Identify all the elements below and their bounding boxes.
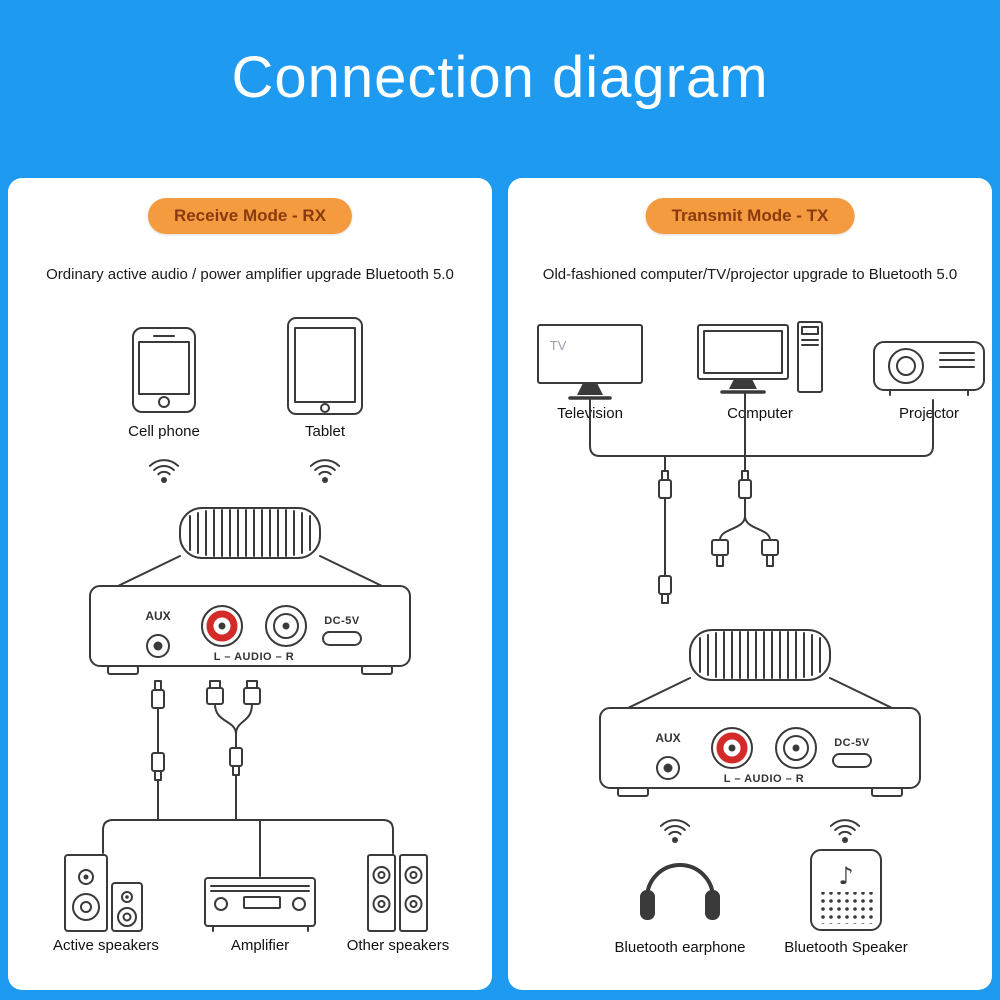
- rca-jack-red: [201, 605, 243, 647]
- receive-mode-badge: Receive Mode - RX: [147, 198, 353, 234]
- source-bus-cable: [589, 399, 934, 457]
- knob-ribs: [189, 509, 311, 557]
- wireless-signal-icon: [829, 819, 861, 843]
- computer-label: Computer: [727, 405, 793, 422]
- aux-cable-tx: [658, 455, 672, 604]
- receive-mode-diagram: Cell phone Tablet: [53, 317, 450, 954]
- transmit-mode-badge: Transmit Mode - TX: [645, 198, 855, 234]
- rca-jack-white: [265, 605, 307, 647]
- speaker-cable: [102, 819, 394, 854]
- aux-label: AUX: [145, 609, 170, 623]
- receive-mode-panel: Cell phone Tablet: [8, 178, 492, 990]
- bluetooth-adapter-illustration: AUX L – AUDIO – R DC-5V: [89, 507, 411, 675]
- rca-cable: [206, 680, 261, 821]
- aux-jack: [146, 634, 170, 658]
- rca-cable-tx: [711, 455, 779, 567]
- projector-icon: [873, 341, 985, 396]
- wireless-signal-icon: [659, 819, 691, 843]
- rca-jack-red: [711, 727, 753, 769]
- wireless-signal-icon: [309, 459, 341, 483]
- rca-jack-white: [775, 727, 817, 769]
- tablet-icon: [287, 317, 363, 415]
- cell-phone-icon: [132, 327, 196, 413]
- amplifier-label: Amplifier: [231, 937, 289, 954]
- active-speakers-label: Active speakers: [53, 937, 159, 954]
- usb-c-port: [322, 631, 362, 646]
- bluetooth-adapter-illustration: AUX L – AUDIO – R DC-5V: [599, 629, 921, 797]
- power-label: DC-5V: [324, 615, 360, 627]
- bluetooth-speaker-label: Bluetooth Speaker: [784, 939, 907, 956]
- speaker-grille: [819, 892, 874, 924]
- device-body: [599, 707, 921, 789]
- other-speakers-icon: [367, 854, 428, 932]
- device-body: [89, 585, 411, 667]
- audio-label: L – AUDIO – R: [214, 651, 294, 663]
- bluetooth-earphone-label: Bluetooth earphone: [615, 939, 746, 956]
- usb-c-port: [832, 753, 872, 768]
- volume-knob: [689, 629, 831, 681]
- television-icon: [537, 324, 643, 400]
- amplifier-icon: [204, 877, 316, 932]
- bluetooth-earphone-icon: [640, 863, 720, 920]
- tablet-label: Tablet: [305, 423, 346, 440]
- transmit-mode-panel: TV Television Computer Projector: [508, 178, 992, 990]
- aux-cable: [151, 680, 165, 821]
- projector-label: Projector: [899, 405, 959, 422]
- volume-knob: [179, 507, 321, 559]
- computer-icon: [697, 321, 823, 394]
- transmit-mode-diagram: TV Television Computer Projector: [537, 321, 985, 956]
- transmit-mode-subtitle: Old-fashioned computer/TV/projector upgr…: [542, 266, 958, 283]
- aux-jack: [656, 756, 680, 780]
- page-title: Connection diagram: [231, 45, 769, 110]
- music-note-icon: ♪: [838, 862, 853, 890]
- power-label: DC-5V: [834, 737, 870, 749]
- cell-phone-label: Cell phone: [128, 423, 200, 440]
- receive-mode-subtitle: Ordinary active audio / power amplifier …: [46, 266, 454, 283]
- tv-screen-label: TV: [550, 338, 567, 353]
- bluetooth-speaker-icon: ♪: [810, 849, 882, 931]
- aux-label: AUX: [655, 731, 680, 745]
- other-speakers-label: Other speakers: [347, 937, 450, 954]
- wireless-signal-icon: [148, 459, 180, 483]
- active-speakers-icon: [64, 854, 143, 932]
- audio-label: L – AUDIO – R: [724, 773, 804, 785]
- knob-ribs: [699, 631, 821, 679]
